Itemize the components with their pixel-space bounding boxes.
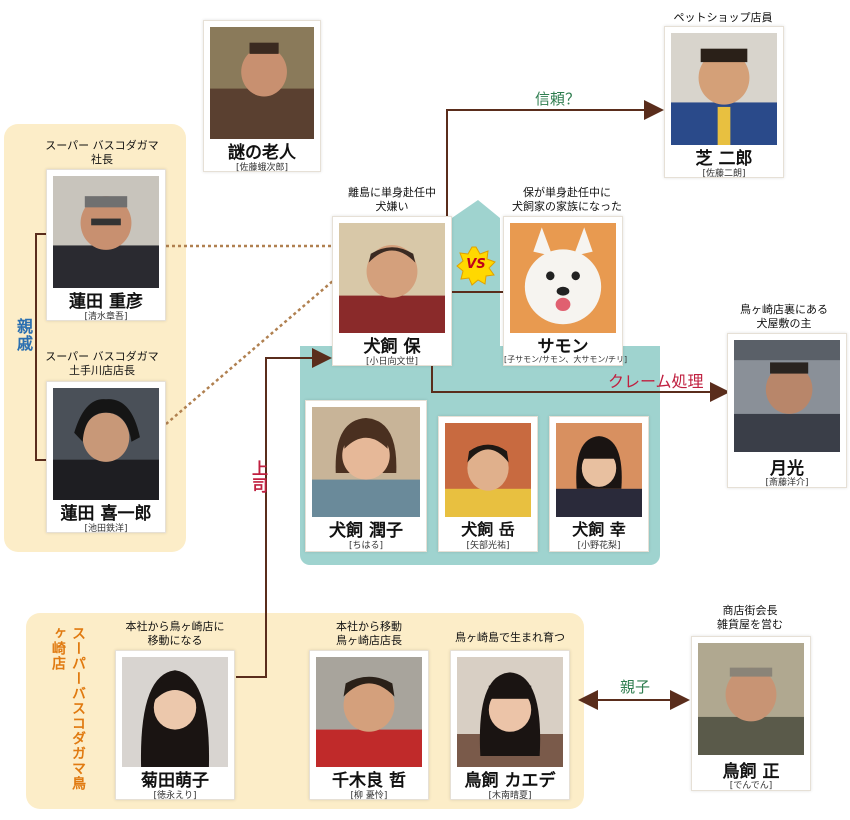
- actor-name: [池田鉄洋]: [84, 524, 128, 534]
- vs-text: VS: [466, 257, 486, 272]
- actor-name: [木南晴夏]: [488, 791, 532, 801]
- portrait-photo: [445, 423, 531, 517]
- portrait-photo: [698, 643, 804, 755]
- character-card-kaede[interactable]: 鳥飼 カエデ [木南晴夏]: [450, 650, 570, 801]
- role-shigehiko-line2: 社長: [91, 153, 113, 166]
- character-name: 鳥飼 正: [722, 762, 780, 782]
- relation-boss-label: 上司: [249, 460, 268, 494]
- portrait-photo: [510, 223, 616, 333]
- actor-name: [佐藤二朗]: [702, 169, 746, 179]
- character-name: 謎の老人: [228, 143, 296, 163]
- role-kaede: 鳥ヶ崎島で生まれ育つ: [455, 631, 565, 644]
- actor-name: [佐藤蛾次郎]: [235, 163, 289, 173]
- character-name: 犬飼 保: [363, 337, 421, 357]
- character-card-tamotsu[interactable]: 犬飼 保 [小日向文世]: [332, 216, 452, 367]
- character-name: 犬飼 潤子: [329, 521, 403, 541]
- actor-name: [清水章吾]: [84, 312, 128, 322]
- role-kiichiro-line2: 土手川店店長: [69, 364, 135, 377]
- actor-name: [小日向文世]: [365, 357, 419, 367]
- character-name: 犬飼 幸: [572, 520, 626, 539]
- portrait-photo: [312, 407, 420, 517]
- character-card-moeko[interactable]: 菊田萌子 [徳永えり]: [115, 650, 235, 801]
- vs-badge: VS: [456, 246, 496, 286]
- relation-trust-label: 信頼？: [535, 90, 581, 108]
- character-name: 芝 二郎: [695, 149, 753, 169]
- role-tamotsu-line2: 犬嫌い: [375, 200, 409, 213]
- relation-parent-child-label: 親子: [620, 678, 651, 696]
- character-card-samon[interactable]: サモン [子サモン/サモン、大サモン/チリ]: [503, 216, 628, 366]
- actor-name: [矢部光祐]: [466, 541, 510, 551]
- character-name: 鳥飼 カエデ: [464, 771, 556, 791]
- portrait-photo: [671, 33, 777, 145]
- relation-claim-label: クレーム処理: [608, 372, 704, 391]
- character-card-gaku[interactable]: 犬飼 岳 [矢部光祐]: [438, 416, 538, 552]
- character-card-shigehiko[interactable]: 蓮田 重彦 [清水章吾]: [46, 169, 166, 322]
- character-name: サモン: [537, 337, 589, 357]
- actor-name: [徳永えり]: [153, 791, 197, 801]
- character-name: 蓮田 喜一郎: [60, 504, 152, 524]
- relation-relatives-label: 親戚: [14, 318, 33, 352]
- portrait-photo: [339, 223, 445, 333]
- role-gekko-line2: 犬屋敷の主: [756, 317, 812, 330]
- character-name: 月光: [770, 459, 804, 479]
- actor-name: [でんでん]: [729, 781, 773, 791]
- character-name: 犬飼 岳: [461, 520, 515, 539]
- portrait-photo: [457, 657, 563, 767]
- role-shiba: ペットショップ店員: [673, 11, 773, 24]
- character-card-roujin[interactable]: 謎の老人 [佐藤蛾次郎]: [203, 20, 321, 173]
- actor-name: [柳 憂怜]: [350, 791, 388, 801]
- character-card-tadashi[interactable]: 鳥飼 正 [でんでん]: [691, 636, 811, 791]
- role-samon-line1: 保が単身赴任中に: [523, 186, 611, 199]
- actor-name: [小野花梨]: [577, 541, 621, 551]
- role-tadashi-line1: 商店街会長: [722, 604, 778, 617]
- portrait-photo: [122, 657, 228, 767]
- role-tadashi-line2: 雑貨屋を営む: [717, 618, 783, 631]
- role-tamotsu-line1: 離島に単身赴任中: [348, 186, 436, 199]
- role-satoshi-line1: 本社から移動: [336, 620, 402, 633]
- role-moeko-line2: 移動になる: [147, 634, 203, 647]
- portrait-photo: [316, 657, 422, 767]
- character-card-junko[interactable]: 犬飼 潤子 [ちはる]: [305, 400, 427, 552]
- actor-name: [ちはる]: [348, 541, 384, 551]
- character-name: 菊田萌子: [141, 771, 209, 791]
- actor-name: [斎藤洋介]: [765, 478, 809, 488]
- character-card-kiichiro[interactable]: 蓮田 喜一郎 [池田鉄洋]: [46, 381, 166, 534]
- role-shigehiko-line1: スーパー バスコダガマ: [45, 139, 159, 152]
- role-gekko-line1: 鳥ヶ崎店裏にある: [740, 303, 828, 316]
- role-satoshi-line2: 鳥ヶ崎店店長: [336, 634, 402, 647]
- character-card-sachi[interactable]: 犬飼 幸 [小野花梨]: [549, 416, 649, 552]
- character-name: 千木良 哲: [332, 771, 406, 791]
- role-kiichiro-line1: スーパー バスコダガマ: [45, 350, 159, 363]
- role-moeko-line1: 本社から鳥ヶ崎店に: [125, 620, 225, 633]
- character-card-shiba[interactable]: 芝 二郎 [佐藤二朗]: [664, 26, 784, 179]
- portrait-photo: [734, 340, 840, 452]
- character-card-satoshi[interactable]: 千木良 哲 [柳 憂怜]: [309, 650, 429, 801]
- character-card-gekko[interactable]: 月光 [斎藤洋介]: [727, 333, 847, 488]
- portrait-photo: [556, 423, 642, 517]
- portrait-photo: [210, 27, 314, 139]
- portrait-photo: [53, 176, 159, 288]
- role-samon-line2: 犬飼家の家族になった: [512, 200, 622, 213]
- actor-name: [子サモン/サモン、大サモン/チリ]: [504, 355, 628, 364]
- character-name: 蓮田 重彦: [69, 292, 143, 312]
- portrait-photo: [53, 388, 159, 500]
- torigasaki-store-label: スーパーバスコダガマ鳥ヶ崎店: [50, 626, 86, 791]
